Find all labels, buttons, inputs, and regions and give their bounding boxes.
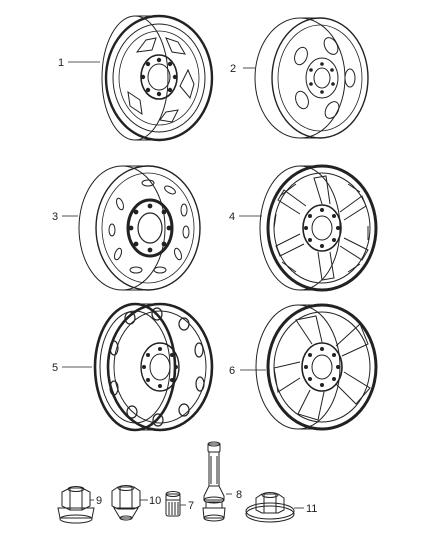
valve-cap [165, 491, 181, 517]
wheel-nut-washer [245, 492, 295, 523]
wheel-2-lug-holes [309, 62, 335, 94]
callout-1: 1 [58, 57, 64, 69]
callout-6: 6 [229, 365, 235, 377]
wheel-4-lug-holes [304, 208, 340, 248]
valve-stem [202, 441, 226, 522]
callout-5: 5 [52, 362, 58, 374]
wheel-5-holes [109, 307, 205, 427]
wheel-4 [259, 164, 378, 292]
wheel-3 [78, 165, 201, 291]
wheel-6-spokes [273, 315, 371, 421]
callout-10: 10 [149, 495, 161, 507]
wheel-5-lug-holes [142, 347, 178, 388]
wheel-6 [255, 303, 378, 431]
wheel-1-lug-holes [140, 57, 178, 97]
callout-2: 2 [230, 63, 236, 75]
callout-11: 11 [306, 503, 317, 515]
callout-7: 7 [188, 500, 194, 512]
callout-8: 8 [236, 489, 242, 501]
wheel-1 [101, 14, 214, 142]
lug-nut-conical [111, 485, 141, 521]
wheel-5 [93, 302, 214, 432]
wheel-2 [254, 17, 369, 139]
callout-3: 3 [52, 211, 58, 223]
wheel-3-slots [108, 179, 190, 274]
lug-nut-flanged [57, 486, 95, 524]
callout-9: 9 [96, 495, 102, 507]
callout-4: 4 [229, 211, 235, 223]
wheel-3-lug-holes [128, 203, 172, 253]
wheel-6-lug-holes [304, 347, 340, 387]
wheel-1-windows [127, 37, 195, 123]
wheel-4-spokes [273, 175, 369, 281]
wheel-2-windows [294, 37, 356, 119]
